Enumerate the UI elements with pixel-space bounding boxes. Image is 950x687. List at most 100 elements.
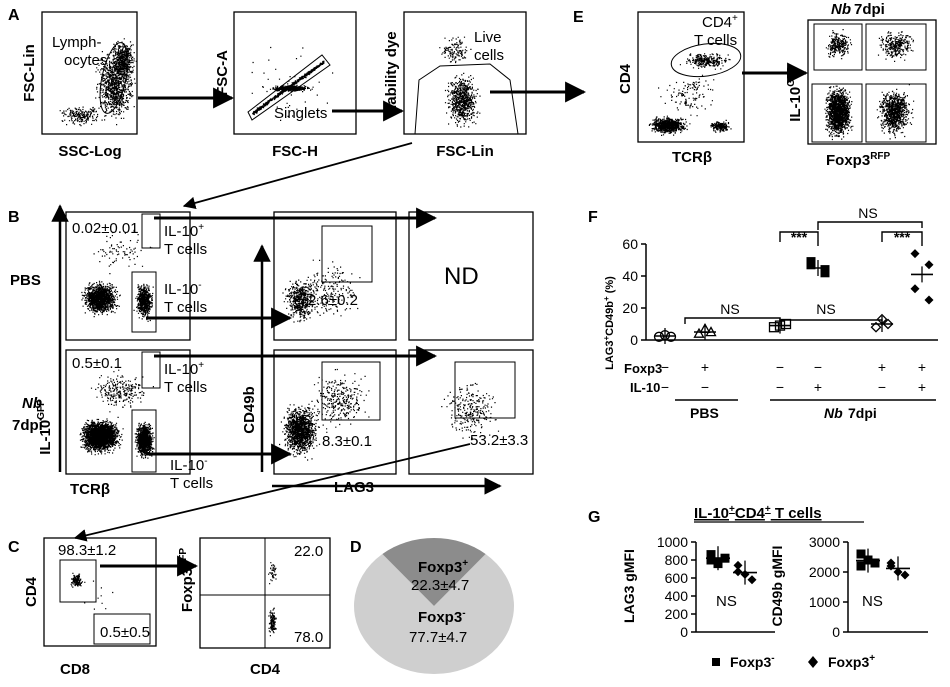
gate <box>131 409 157 473</box>
gate-value: 2.6±0.2 <box>308 292 358 309</box>
gate-label: Singlets <box>274 105 327 122</box>
gate-singlets <box>247 54 331 121</box>
y-tick-label: 800 <box>665 552 689 568</box>
data-point <box>924 260 934 270</box>
arrow <box>73 443 471 542</box>
pie-label: Foxp3+ <box>418 558 468 576</box>
pie-value: 22.3±4.7 <box>411 577 469 594</box>
y-axis-label: FSC-Lin <box>21 44 38 102</box>
y-axis-label: CD49b gMFI <box>769 546 785 627</box>
x-axis-label: LAG3 <box>334 479 374 496</box>
il10-sign: − <box>701 379 709 395</box>
panel-d: Foxp3+ 22.3±4.7 Foxp3- 77.7±4.7 <box>353 537 514 674</box>
gate <box>454 361 516 419</box>
x-axis-label: CD8 <box>60 661 90 678</box>
plot-frame <box>65 211 191 341</box>
ns-label: NS <box>862 593 883 610</box>
scatter-dots <box>81 229 154 322</box>
data-point <box>733 560 743 570</box>
plot-frame <box>637 11 745 143</box>
gate-label: ocytes <box>64 52 107 69</box>
ns-label: NS <box>716 593 737 610</box>
y-axis-label: FSC-A <box>214 50 231 96</box>
pie-label: Foxp3- <box>418 608 466 626</box>
gate-label: IL-10- <box>164 280 202 298</box>
scatter-dots <box>824 29 915 141</box>
row-label-7dpi: 7dpi <box>12 417 43 434</box>
il10-sign: + <box>918 379 926 395</box>
data-point <box>863 555 873 565</box>
ns-label: NS <box>858 205 877 221</box>
y-tick-label: 2000 <box>809 564 840 580</box>
foxp3-sign: + <box>918 359 926 375</box>
data-point <box>882 318 894 330</box>
x-axis-label: FSC-H <box>272 143 318 160</box>
row-label-nb: Nb <box>22 395 42 412</box>
data-point <box>924 295 934 305</box>
plot-frame <box>233 11 357 135</box>
gate-value: 0.02±0.01 <box>72 220 139 237</box>
density-dots <box>441 382 500 443</box>
panel-e: CD4+ T cells CD4 TCRβ Nb 7dpi IL-10GFP F… <box>617 1 937 169</box>
gate-value: 0.5±0.1 <box>72 355 122 372</box>
data-point <box>870 321 882 333</box>
y-axis-label: LAG3 gMFI <box>621 549 637 623</box>
gate <box>93 613 151 645</box>
row-label-pbs: PBS <box>10 272 41 289</box>
y-tick-label: 3000 <box>809 534 840 550</box>
density-dots <box>81 229 154 322</box>
panel-g: IL-10+CD4+ T cells LAG3 gMFI CD49b gMFI … <box>621 504 928 670</box>
panel-letter-g: G <box>588 509 600 526</box>
y-axis-label: CD49b <box>241 386 258 434</box>
data-point <box>870 558 880 568</box>
panel-letter-a: A <box>8 7 20 24</box>
scatter-dots <box>648 53 732 137</box>
gate <box>59 559 97 603</box>
group-label-7dpi: 7dpi <box>848 405 877 421</box>
panel-c: 98.3±1.2 0.5±0.5 CD4 CD8 22.0 78.0 Foxp3… <box>23 537 331 678</box>
gate-label: CD4+ <box>702 13 738 31</box>
scatter-dots <box>439 36 481 128</box>
gate <box>321 361 381 421</box>
y-tick-label: 200 <box>665 606 689 622</box>
y-axis-label: CD4 <box>23 576 40 607</box>
gate-label: T cells <box>170 475 213 492</box>
significance-bracket <box>817 221 923 230</box>
plot-frame <box>408 349 534 475</box>
plot-frame <box>807 19 937 145</box>
significance-bracket <box>779 231 819 246</box>
condition-label: Nb <box>831 1 851 18</box>
data-point <box>705 326 717 337</box>
density-dots <box>824 29 915 141</box>
gate-label: T cells <box>164 379 207 396</box>
il10-sign: − <box>878 379 886 395</box>
group-label-nb: Nb <box>824 405 843 421</box>
data-point <box>747 575 757 585</box>
row-label-foxp3: Foxp3 <box>624 361 662 376</box>
legend-label: Foxp3+ <box>828 653 875 670</box>
foxp3-sign: − <box>661 359 669 375</box>
gate-label: IL-10+ <box>164 360 204 378</box>
data-point <box>820 265 830 275</box>
gate-value: 0.5±0.5 <box>100 624 150 641</box>
y-axis-label: Viability dye <box>383 31 400 118</box>
gate-label: cells <box>474 47 504 64</box>
data-point <box>733 567 743 577</box>
gate-label: T cells <box>164 299 207 316</box>
foxp3-sign: − <box>776 359 784 375</box>
gate <box>813 23 863 71</box>
density-dots <box>282 259 361 323</box>
plot-frame <box>273 349 397 475</box>
data-point <box>768 322 780 333</box>
il10-sign: − <box>776 379 784 395</box>
data-point <box>893 567 903 577</box>
data-point <box>740 569 750 579</box>
pie-value: 77.7±4.7 <box>409 629 467 646</box>
significance-bracket <box>684 317 781 324</box>
gate <box>811 83 863 143</box>
foxp3-sign: + <box>701 359 709 375</box>
gate-label: T cells <box>164 241 207 258</box>
group-label-pbs: PBS <box>690 405 719 421</box>
foxp3-sign: − <box>814 359 822 375</box>
data-point <box>706 555 716 565</box>
